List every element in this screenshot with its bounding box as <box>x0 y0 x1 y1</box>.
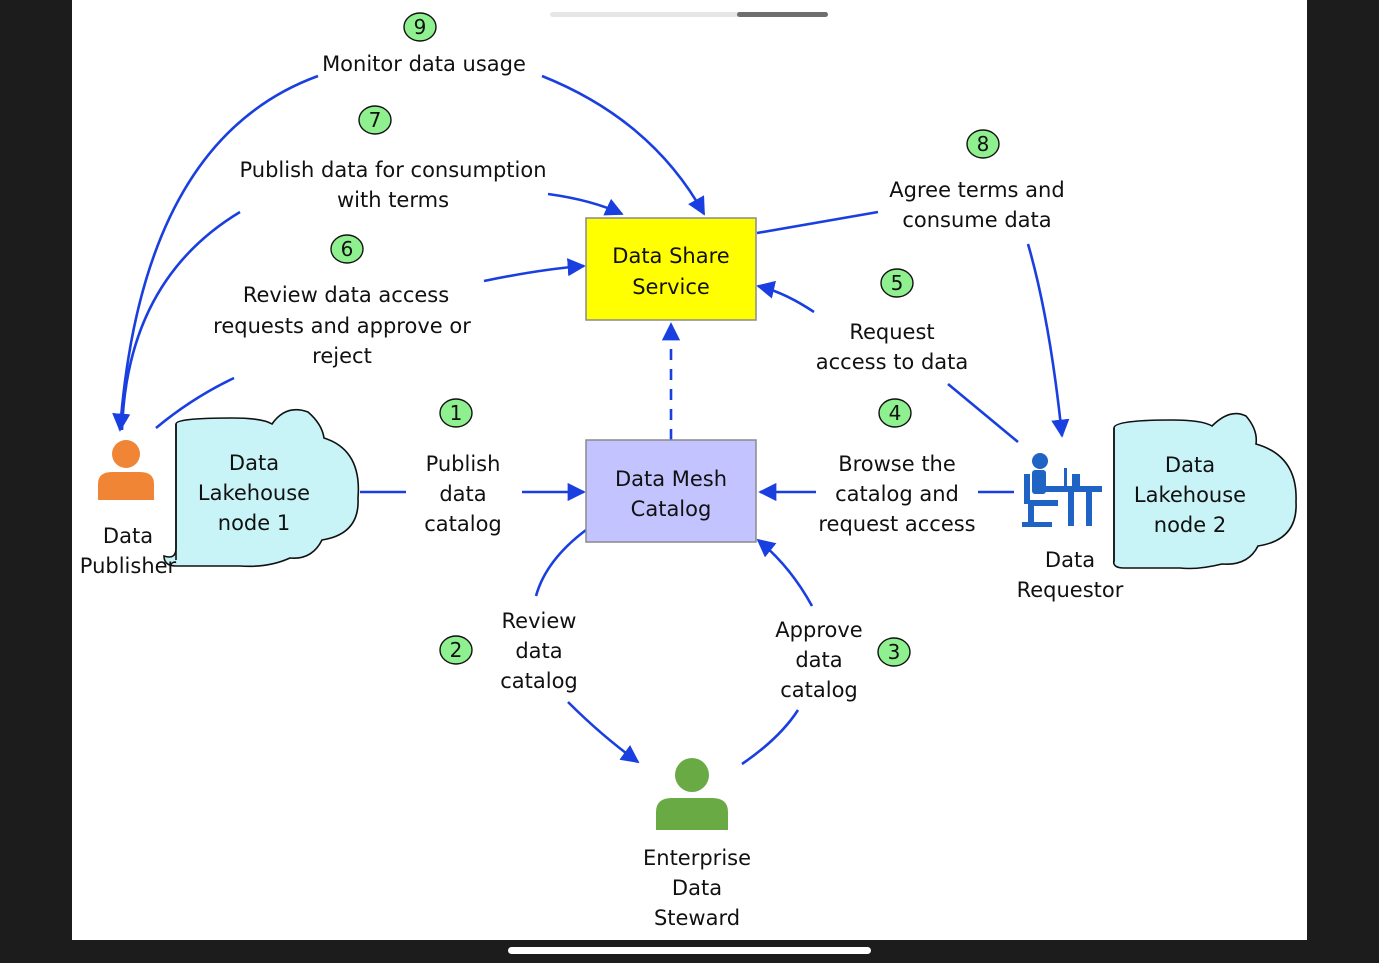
step-4-label-3: request access <box>818 512 975 536</box>
arrow-9-to-publisher <box>112 74 319 432</box>
step-7-badge <box>358 105 392 135</box>
requestor-label-1: Data <box>1045 548 1095 572</box>
arrow-2-to-steward <box>567 701 640 764</box>
step-3-badge <box>877 637 911 667</box>
step-8-number: 8 <box>977 132 990 156</box>
arrow-7-from-publisher <box>120 210 241 431</box>
enterprise-data-steward[interactable]: Enterprise Data Steward <box>643 758 751 930</box>
step-4-number: 4 <box>889 401 902 425</box>
step-5-number: 5 <box>891 271 904 295</box>
step-6-label-3: reject <box>312 344 372 368</box>
step-9-badge <box>403 12 437 42</box>
step-1-number: 1 <box>450 401 463 425</box>
arrow-9-to-share <box>541 74 706 216</box>
step-9-number: 9 <box>414 15 427 39</box>
step-6-badge <box>330 234 364 264</box>
steward-label-3: Steward <box>654 906 740 930</box>
step-7-label-1: Publish data for consumption <box>239 158 546 182</box>
lakehouse-2-line-2: Lakehouse <box>1134 483 1246 507</box>
step-2-label-2: data <box>515 639 562 663</box>
data-requestor[interactable]: Data Requestor <box>1017 453 1124 602</box>
video-scrubber-track[interactable] <box>550 12 828 17</box>
step-8-label-2: consume data <box>902 208 1051 232</box>
step-1-label-3: catalog <box>424 512 502 536</box>
step-7-number: 7 <box>369 108 382 132</box>
step-4-badge <box>878 398 912 428</box>
step-3: 3 Approve data catalog <box>775 618 911 702</box>
step-5-label-2: access to data <box>816 350 969 374</box>
steward-label-2: Data <box>672 876 722 900</box>
step-2: 2 Review data catalog <box>439 609 578 693</box>
lakehouse-1-line-1: Data <box>229 451 279 475</box>
data-share-service-label-2: Service <box>632 275 710 299</box>
publisher-label-1: Data <box>103 524 153 548</box>
publisher-label-2: Publisher <box>80 554 177 578</box>
step-6-label-1: Review data access <box>243 283 449 307</box>
requestor-label-2: Requestor <box>1017 578 1124 602</box>
requestor-desk-icon <box>1022 453 1102 527</box>
step-2-number: 2 <box>450 638 463 662</box>
arrow-5-from-requestor <box>947 382 1019 444</box>
step-1-label-2: data <box>439 482 486 506</box>
diagram-svg: Data Share Service Data Mesh Catalog Dat… <box>80 12 1297 930</box>
step-2-badge <box>439 635 473 665</box>
step-8: 8 Agree terms and consume data <box>889 129 1065 232</box>
step-3-label-1: Approve <box>775 618 862 642</box>
steward-person-icon <box>656 758 728 830</box>
step-7: 7 Publish data for consumption with term… <box>239 105 547 212</box>
lakehouse-node-2[interactable]: Data Lakehouse node 2 <box>1112 412 1297 570</box>
arrow-8-from-share <box>756 210 879 235</box>
data-mesh-catalog-label-1: Data Mesh <box>615 467 727 491</box>
step-3-number: 3 <box>888 640 901 664</box>
data-share-service-box[interactable]: Data Share Service <box>585 217 757 321</box>
step-6: 6 Review data access requests and approv… <box>213 234 471 368</box>
steward-label-1: Enterprise <box>643 846 751 870</box>
step-7-label-2: with terms <box>337 188 449 212</box>
arrow-7-to-share <box>547 192 624 216</box>
video-scrubber-progress <box>737 12 828 17</box>
arrow-5-to-share <box>756 280 815 314</box>
publisher-person-icon <box>98 440 154 500</box>
step-6-number: 6 <box>341 237 354 261</box>
step-1-badge <box>439 398 473 428</box>
lakehouse-node-1[interactable]: Data Lakehouse node 1 <box>163 408 360 568</box>
step-5-label-1: Request <box>849 320 934 344</box>
step-2-label-3: catalog <box>500 669 578 693</box>
lakehouse-2-line-3: node 2 <box>1154 513 1226 537</box>
step-4-label-2: catalog and <box>835 482 959 506</box>
data-publisher[interactable]: Data Publisher <box>80 440 177 578</box>
connectors <box>112 74 1070 766</box>
arrow-6-from-publisher <box>155 376 235 429</box>
step-1: 1 Publish data catalog <box>424 398 502 536</box>
arrow-8-to-requestor <box>1026 243 1070 438</box>
step-4-label-1: Browse the <box>838 452 956 476</box>
home-indicator[interactable] <box>508 947 871 954</box>
step-5: 5 Request access to data <box>816 268 969 374</box>
lakehouse-1-line-2: Lakehouse <box>198 481 310 505</box>
step-6-label-2: requests and approve or <box>213 314 471 338</box>
step-5-badge <box>880 268 914 298</box>
data-mesh-catalog-box[interactable]: Data Mesh Catalog <box>585 439 757 543</box>
lakehouse-1-line-3: node 1 <box>218 511 290 535</box>
arrow-3-to-catalog <box>756 538 814 607</box>
data-share-service-label-1: Data Share <box>612 244 729 268</box>
step-3-label-3: catalog <box>780 678 858 702</box>
step-4: 4 Browse the catalog and request access <box>818 398 976 536</box>
step-9: 9 Monitor data usage <box>322 12 526 76</box>
step-1-label-1: Publish <box>426 452 501 476</box>
step-8-label-1: Agree terms and <box>889 178 1064 202</box>
diagram-canvas: Data Share Service Data Mesh Catalog Dat… <box>72 0 1307 940</box>
step-3-label-2: data <box>795 648 842 672</box>
data-mesh-catalog-label-2: Catalog <box>631 497 712 521</box>
arrow-3-from-steward <box>741 709 800 766</box>
step-2-label-1: Review <box>502 609 577 633</box>
arrow-6-to-share <box>483 258 586 283</box>
lakehouse-2-line-1: Data <box>1165 453 1215 477</box>
step-8-badge <box>966 129 1000 159</box>
arrow-2-from-catalog <box>534 528 587 597</box>
step-9-label-1: Monitor data usage <box>322 52 526 76</box>
